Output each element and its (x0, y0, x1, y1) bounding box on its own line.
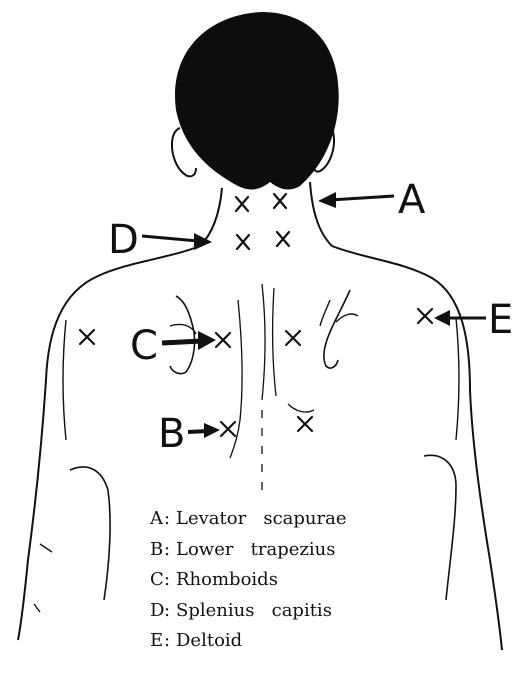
legend-separator: : (164, 535, 176, 566)
legend-key: D (150, 596, 164, 627)
cross-d-right (277, 232, 289, 246)
legend-text: Levator scapurae (176, 508, 347, 529)
arrow-b-head (204, 423, 220, 438)
callout-label-a: A (398, 180, 425, 220)
legend-row-c: C:Rhomboids (150, 565, 522, 596)
legend-row-e: E:Deltoid (150, 626, 522, 657)
right-scapula-line (324, 290, 350, 368)
spine-right-line (273, 288, 276, 396)
cross-a-left (236, 197, 248, 211)
legend-row-b: B:Lower trapezius (150, 535, 522, 566)
arrow-a-head (318, 192, 336, 208)
cross-d-left (237, 235, 249, 249)
cross-deltoid-right (418, 309, 432, 323)
legend-row-d: D:Splenius capitis (150, 596, 522, 627)
right-lower-contour (288, 404, 314, 412)
legend-separator: : (164, 565, 176, 596)
arrow-c-head (198, 331, 216, 350)
legend-key: B (150, 535, 164, 566)
hair (175, 12, 339, 189)
callout-label-e: E (488, 300, 513, 340)
right-armpit-line (456, 318, 459, 440)
legend-separator: : (164, 596, 176, 627)
legend-text: Splenius capitis (176, 600, 332, 621)
arrow-a (330, 196, 394, 200)
cross-b-right (298, 417, 312, 431)
callout-label-c: C (130, 326, 158, 366)
callout-label-b: B (158, 414, 185, 454)
legend-text: Deltoid (176, 630, 242, 651)
legend-text: Rhomboids (176, 569, 278, 590)
cross-a-right (274, 194, 286, 208)
left-lower-mark (34, 544, 52, 612)
spine-left-line (262, 284, 265, 400)
cross-b-left (221, 422, 235, 436)
arrow-d (142, 236, 198, 241)
arrow-c (162, 341, 202, 343)
legend-text: Lower trapezius (176, 539, 335, 560)
left-scapula-line (170, 296, 195, 374)
legend-key: E (150, 626, 164, 657)
legend-separator: : (164, 626, 176, 657)
muscle-legend: A:Levator scapurae B:Lower trapezius C:R… (150, 504, 522, 657)
cross-c-right (286, 331, 300, 345)
left-torso-line (70, 467, 110, 600)
legend-key: A (150, 504, 164, 535)
legend-separator: : (164, 504, 176, 535)
cross-c-left (216, 333, 230, 347)
cross-deltoid-left (80, 330, 94, 344)
arrows (142, 192, 486, 438)
neck-left (200, 188, 222, 246)
neck-right (310, 182, 332, 246)
callout-label-d: D (108, 220, 139, 260)
legend-row-a: A:Levator scapurae (150, 504, 522, 535)
arrow-e-head (434, 310, 450, 326)
left-armpit-line (63, 320, 66, 440)
legend-key: C (150, 565, 164, 596)
